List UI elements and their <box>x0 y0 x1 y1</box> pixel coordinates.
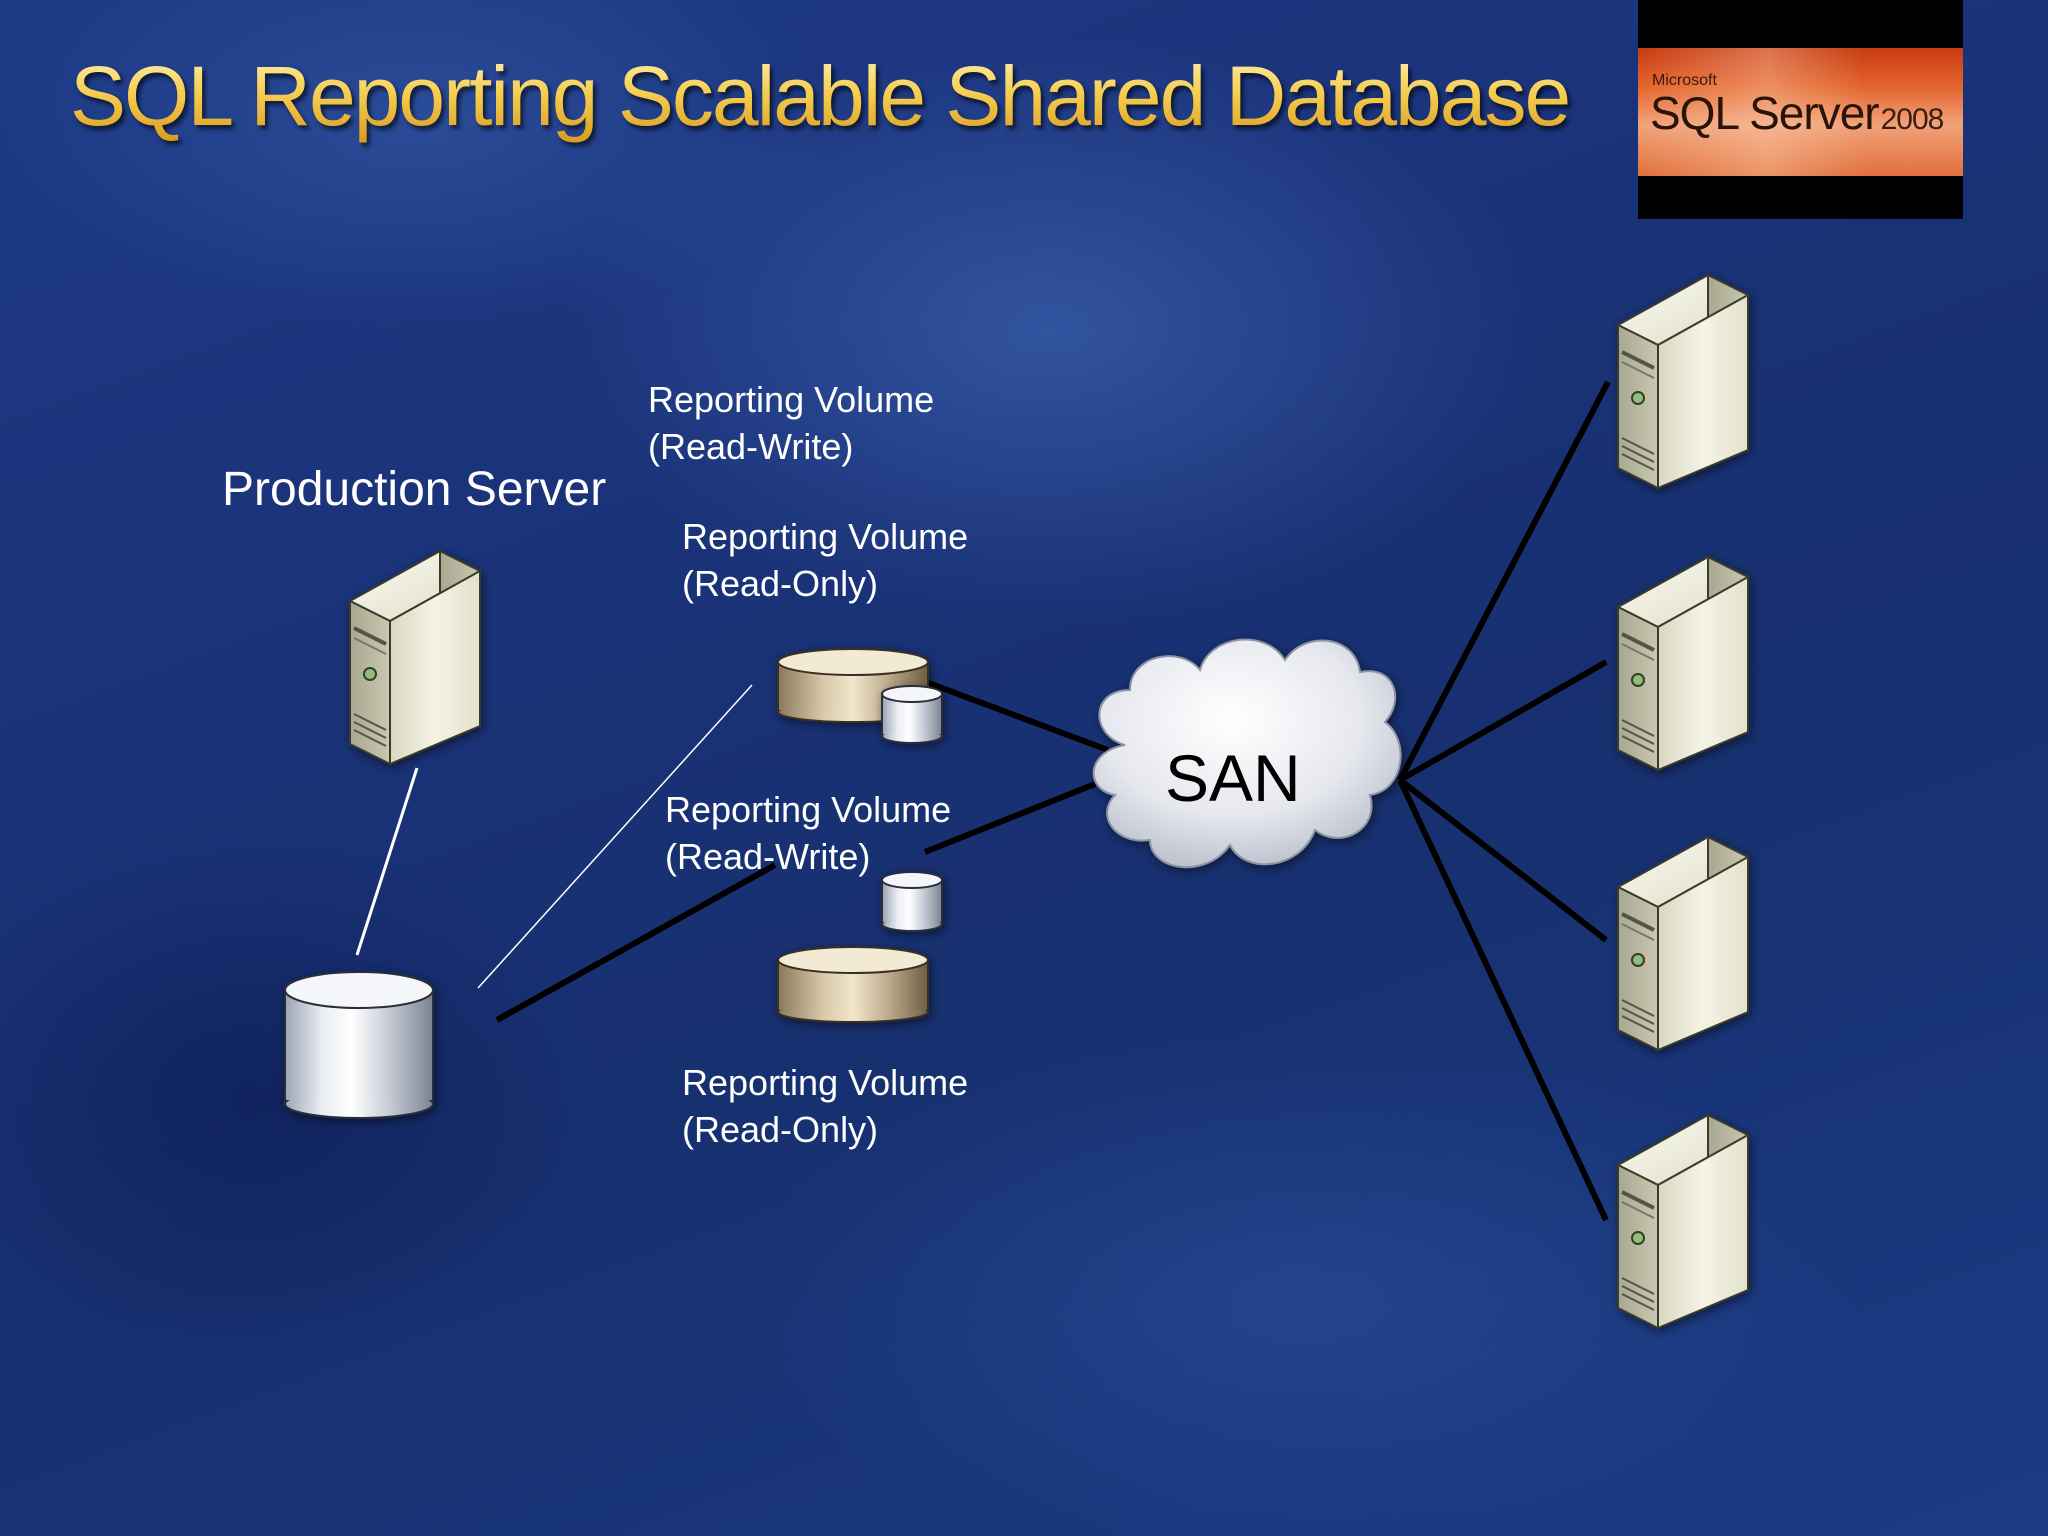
logo-version: 2008 <box>1880 103 1945 136</box>
sql-server-logo: Microsoft SQL Server2008 <box>1638 0 1963 219</box>
volume-label-3: Reporting Volume (Read-Write) <box>665 789 952 877</box>
reporting-server-3-icon <box>1616 835 1750 1052</box>
reporting-volume-lower-small-icon <box>881 871 943 932</box>
reporting-server-link-3 <box>1398 777 1608 943</box>
production-server-icon <box>348 549 482 766</box>
logo-brand: Microsoft <box>1652 72 1717 89</box>
reporting-server-4-icon <box>1616 1113 1750 1330</box>
volume-label-1: Reporting Volume (Read-Write) <box>648 379 935 467</box>
reporting-server-link-1 <box>1397 380 1611 782</box>
reporting-server-1-icon <box>1616 273 1750 490</box>
logo-product: SQL Server2008 <box>1650 87 1945 139</box>
volume-label-4: Reporting Volume (Read-Only) <box>682 1062 969 1150</box>
storage-link-line <box>495 862 777 1023</box>
san-label: SAN <box>1165 741 1301 815</box>
slide-title: SQL Reporting Scalable Shared Database <box>70 49 1571 143</box>
san-link-line-top <box>913 675 1110 753</box>
san-cloud-icon <box>1092 638 1402 869</box>
production-link-line <box>355 767 419 956</box>
san-link-line-bottom <box>923 781 1097 855</box>
reporting-server-2-icon <box>1616 555 1750 772</box>
reporting-server-link-4 <box>1397 778 1609 1222</box>
volume-label-2: Reporting Volume (Read-Only) <box>682 516 969 604</box>
attach-link-line <box>477 684 753 989</box>
reporting-server-link-2 <box>1398 659 1608 783</box>
production-server-label: Production Server <box>222 463 607 516</box>
production-database-icon <box>284 971 434 1119</box>
reporting-volume-lower-icon <box>777 946 929 1023</box>
reporting-volume-upper-small-icon <box>881 685 943 744</box>
